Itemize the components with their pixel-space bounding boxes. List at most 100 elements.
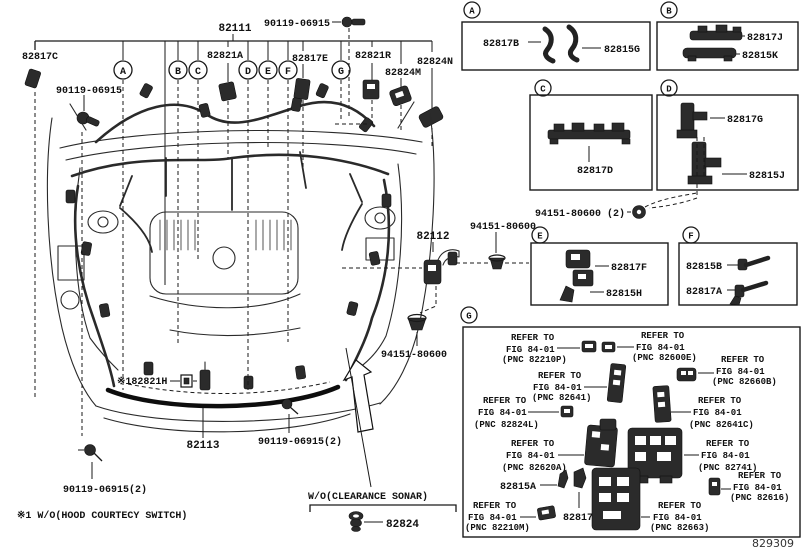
callout-b: B (175, 67, 181, 78)
label-82821R: 82821R (355, 51, 391, 62)
label-bolt-front: 90119-06915(2) (258, 436, 342, 448)
panel-f-letter: F (688, 232, 693, 242)
detail-panel-b: B 82817J 82815K (656, 1, 799, 71)
callout-circles: A B C D E F G (113, 60, 351, 80)
label-82817C: 82817C (22, 52, 58, 63)
connector-icon (537, 505, 556, 521)
label-82817G: 82817G (727, 115, 763, 126)
refer-block-82210P: REFER TO FIG 84-01 (PNC 82210P) (502, 333, 597, 365)
connector-icon (418, 106, 444, 128)
svg-text:FIG 84-01: FIG 84-01 (636, 343, 685, 353)
svg-text:REFER TO: REFER TO (658, 501, 702, 511)
svg-text:REFER TO: REFER TO (538, 371, 582, 381)
detail-panel-c: C 82817D (529, 79, 653, 191)
callout-g: G (338, 67, 344, 78)
bracket-icon (676, 102, 708, 139)
svg-text:FIG 84-01: FIG 84-01 (468, 513, 517, 523)
connector-icon (559, 249, 594, 303)
nut-icon (488, 254, 506, 270)
connector-icon (591, 467, 641, 531)
svg-text:FIG 84-01: FIG 84-01 (733, 483, 782, 493)
label-82821H: ※182821H (117, 376, 167, 388)
bolt-icon (78, 444, 103, 462)
svg-text:(PNC 82663): (PNC 82663) (650, 523, 709, 533)
bracket-icon (682, 47, 737, 62)
clip-icon (573, 467, 587, 489)
label-82824N: 82824N (417, 57, 453, 68)
label-82111: 82111 (218, 23, 251, 35)
figure-code: 829309 (752, 537, 794, 550)
refer-block-82741: REFER TO FIG 84-01 (PNC 82741) (627, 427, 757, 484)
part-82821h-callout: ※182821H (117, 361, 211, 391)
refer-block-82210M: REFER TO FIG 84-01 (PNC 82210M) (465, 501, 556, 533)
label-nut-ef: 94151-80600 (470, 222, 536, 233)
svg-text:FIG 84-01: FIG 84-01 (478, 408, 527, 418)
svg-text:(PNC 82600E): (PNC 82600E) (632, 353, 697, 363)
refer-block-82620A: REFER TO FIG 84-01 (PNC 82620A) (502, 418, 618, 473)
bolt-icon (76, 95, 100, 127)
label-82821A: 82821A (207, 51, 243, 62)
svg-text:FIG 84-01: FIG 84-01 (693, 408, 742, 418)
callout-f: F (285, 67, 291, 78)
refer-block-82663: REFER TO FIG 84-01 (PNC 82663) (591, 467, 709, 533)
callout-a: A (120, 67, 126, 78)
refer-block-82660B: REFER TO FIG 84-01 (PNC 82660B) (676, 355, 777, 387)
label-82815B: 82815B (686, 262, 722, 273)
label-bolt-corner: 90119-06915(2) (63, 484, 147, 496)
refer-block-82616: REFER TO FIG 84-01 (PNC 82616) (708, 471, 789, 503)
switch-icon (199, 361, 211, 391)
svg-text:REFER TO: REFER TO (473, 501, 517, 511)
refer-block-82600E: REFER TO FIG 84-01 (PNC 82600E) (601, 331, 697, 363)
svg-text:(PNC 82741): (PNC 82741) (698, 463, 757, 473)
svg-text:REFER TO: REFER TO (706, 439, 750, 449)
connector-icon (676, 367, 697, 382)
part-82815a-callout: 82815A (500, 469, 569, 493)
connector-icon (24, 68, 41, 89)
part-82817-callout: 82817 (563, 467, 593, 524)
svg-text:REFER TO: REFER TO (511, 333, 555, 343)
connector-icon (293, 78, 311, 100)
detail-panel-a: A 82817B 82815G (461, 1, 651, 71)
panel-g-letter: G (466, 312, 471, 322)
connector-icon (218, 81, 237, 102)
pin-icon (729, 280, 769, 306)
connector-icon (606, 363, 627, 403)
svg-text:(PNC 82641): (PNC 82641) (532, 393, 591, 403)
svg-text:FIG 84-01: FIG 84-01 (506, 345, 555, 355)
svg-text:REFER TO: REFER TO (698, 396, 742, 406)
label-82817A: 82817A (686, 287, 722, 298)
footnote-hood-courtesy: ※1 W/O(HOOD COURTECY SWITCH) (17, 510, 187, 522)
detail-panel-f: F 82815B 82817A (678, 226, 798, 306)
bracket-icon (689, 24, 743, 41)
label-82817F: 82817F (611, 263, 647, 274)
bolt-corner-callout: 90119-06915(2) (63, 444, 147, 496)
bolt-icon (281, 398, 299, 415)
engine-bay-line-art (34, 80, 458, 436)
connector-icon (362, 79, 380, 100)
svg-text:(PNC 82660B): (PNC 82660B) (712, 377, 777, 387)
panel-a-letter: A (469, 7, 475, 17)
nut-ef-callout: 94151-80600 (456, 222, 536, 270)
svg-text:(PNC 82210M): (PNC 82210M) (465, 523, 530, 533)
connector-icon (423, 249, 460, 285)
front-harness-82113 (105, 384, 341, 409)
panel-e-letter: E (537, 232, 543, 242)
detail-panel-e: E 82817F 82815H (530, 226, 669, 306)
label-82815H: 82815H (606, 289, 642, 300)
svg-text:FIG 84-01: FIG 84-01 (506, 451, 555, 461)
connector-icon (65, 83, 458, 390)
label-bolt-top: 90119-06915 (264, 19, 330, 30)
top-bus: 82111 90119-06915 A B C D E F G 82817C 9… (22, 16, 453, 285)
svg-text:REFER TO: REFER TO (483, 396, 527, 406)
label-82815G: 82815G (604, 45, 640, 56)
label-82815J: 82815J (749, 171, 785, 182)
label-nut-d: 94151-80600 (2) (535, 208, 625, 220)
svg-text:FIG 84-01: FIG 84-01 (653, 513, 702, 523)
svg-text:REFER TO: REFER TO (721, 355, 765, 365)
pin-icon (737, 255, 771, 271)
label-82815A: 82815A (500, 482, 536, 493)
svg-text:FIG 84-01: FIG 84-01 (701, 451, 750, 461)
bracket-icon (547, 122, 631, 145)
clip-icon (557, 469, 569, 489)
